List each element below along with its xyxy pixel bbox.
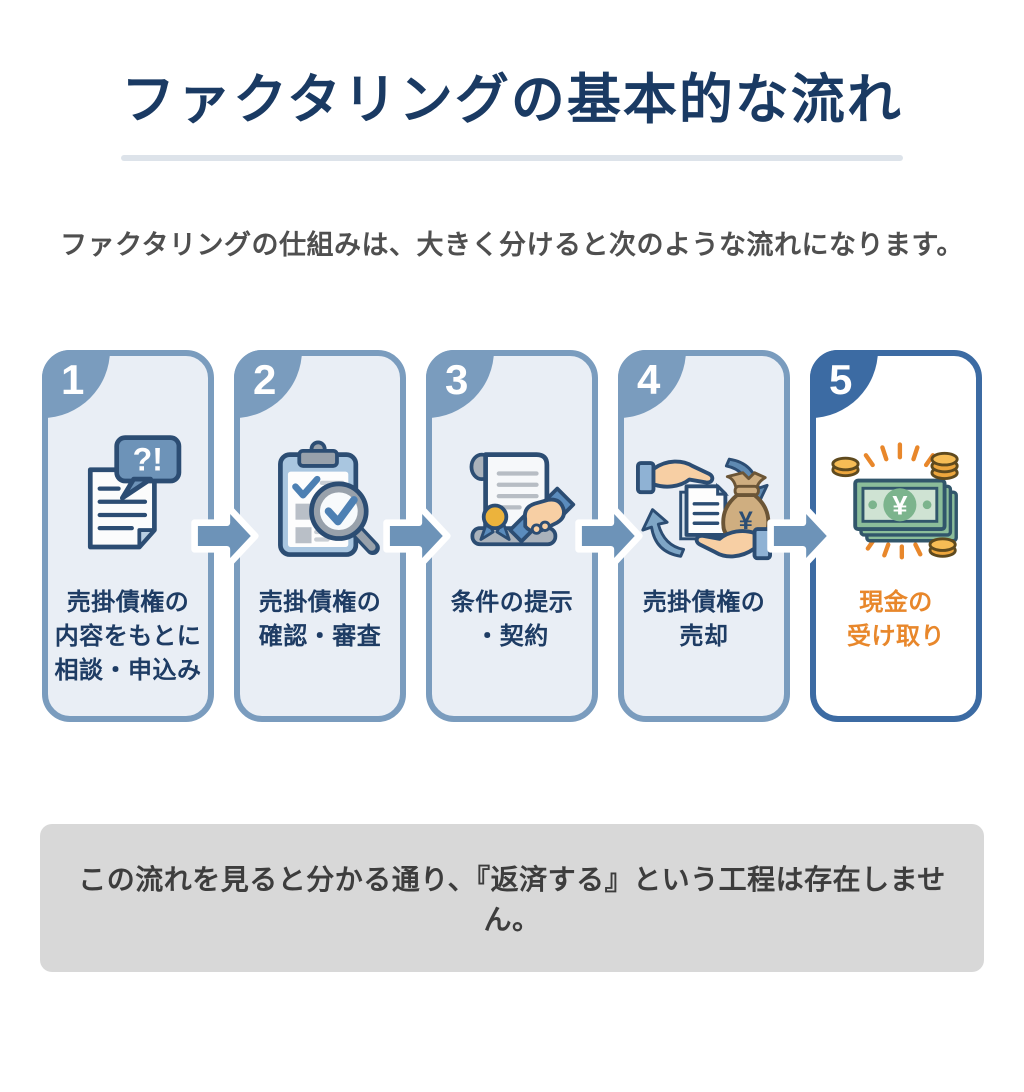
page-title: ファクタリングの基本的な流れ [121,70,903,130]
infographic-page: ファクタリングの基本的な流れ ファクタリングの仕組みは、大きく分けると次のような… [0,68,1024,1092]
subtitle-text: ファクタリングの仕組みは、大きく分けると次のような流れになります。 [60,229,964,260]
step-card-3: 3 [426,349,598,722]
step-card-2: 2 [234,349,406,722]
svg-text:?!: ?! [133,441,163,477]
svg-text:¥: ¥ [739,507,753,535]
step-label: 現金の 受け取り [847,588,945,650]
step-number: 4 [637,355,661,403]
step-number-badge: 2 [234,349,302,418]
flow-arrow-slot [191,350,259,722]
flow-arrow-slot [767,350,835,722]
svg-text:¥: ¥ [892,489,907,520]
document-question-icon: ?! [87,435,182,550]
flow-arrow-slot [383,350,451,722]
step-icon-area [432,424,592,572]
flow-arrow-slot [575,350,643,722]
step-number-badge: 3 [426,349,494,418]
step-icon-area: ¥ [624,424,784,572]
step-number-badge: 1 [42,349,110,418]
right-arrow-icon [383,502,451,570]
step-card-5: 5 [810,349,982,722]
step-icon-area [240,424,400,572]
step-icon-area: ¥ [816,424,976,572]
right-arrow-icon [191,502,259,570]
step-number-badge: 4 [618,349,686,418]
note-text: この流れを見ると分かる通り、『返済する』という工程は存在しません。 [78,863,946,935]
step-number: 3 [445,355,469,403]
step-card-1: 1 ?! 売掛債権の 内容をもとに 相談・申込み [42,349,214,722]
cash-yen-icon: ¥ [831,442,959,560]
step-number: 2 [253,355,277,403]
step-icon-area: ?! [48,424,208,572]
step-label: 売掛債権の 内容をもとに 相談・申込み [54,588,202,684]
step-label: 売掛債権の 売却 [642,588,766,650]
note-box: この流れを見ると分かる通り、『返済する』という工程は存在しません。 [40,823,984,972]
step-number: 5 [829,355,853,403]
step-label: 売掛債権の 確認・審査 [258,588,382,650]
title-divider [121,154,903,161]
step-label: 条件の提示 ・契約 [450,588,574,650]
document-moneybag-exchange-icon: ¥ [636,457,772,560]
flow-diagram: 1 ?! 売掛債権の 内容をもとに 相談・申込み [42,349,982,722]
clipboard-magnifier-icon [278,440,380,557]
step-number: 1 [61,355,85,403]
right-arrow-icon [575,502,643,570]
step-number-badge: 5 [810,349,878,418]
contract-handshake-icon [469,452,576,546]
right-arrow-icon [767,502,835,570]
